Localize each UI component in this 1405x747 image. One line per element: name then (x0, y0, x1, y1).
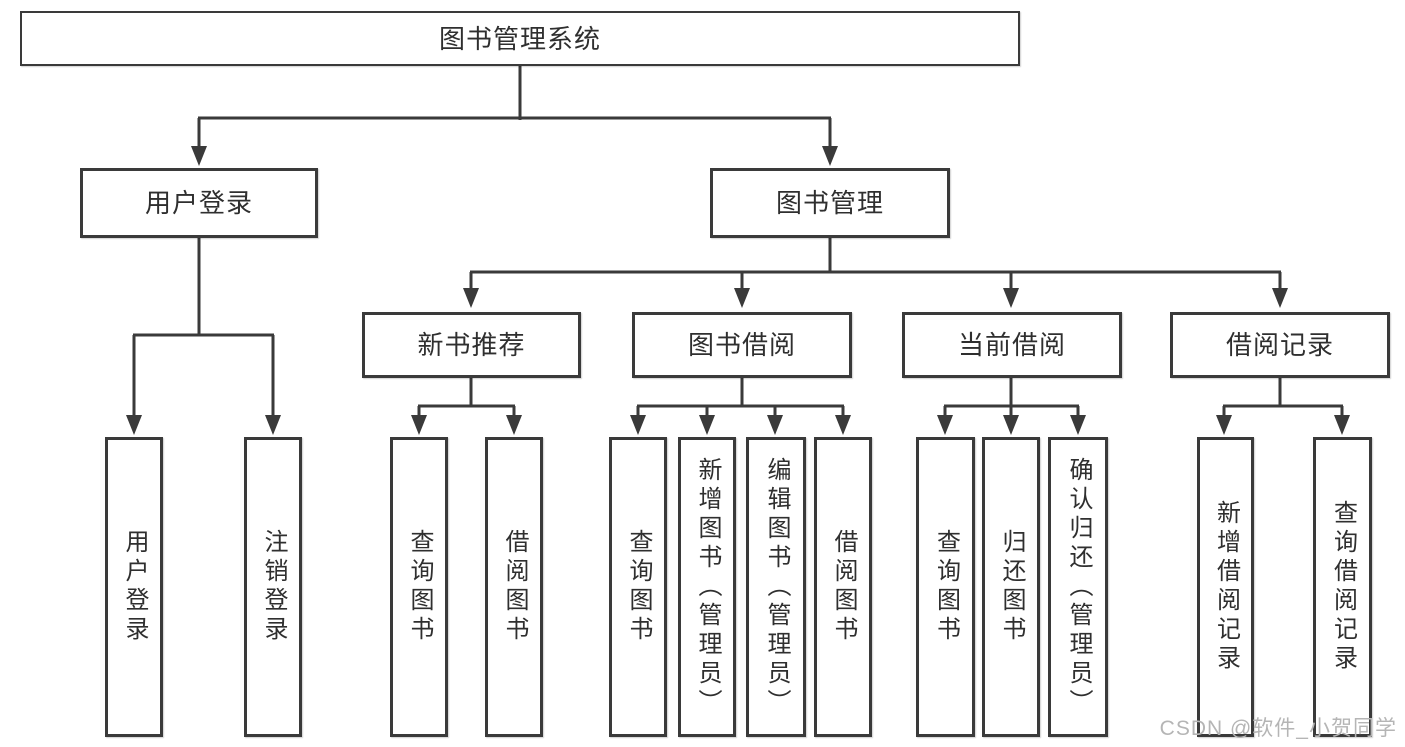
leaf-confirm-return-admin: 确认归还（管理员） (1048, 437, 1108, 737)
node-borrowing-records: 借阅记录 (1170, 312, 1390, 378)
node-label: 查询图书 (625, 529, 652, 645)
node-label: 借阅图书 (830, 529, 857, 645)
node-label: 编辑图书（管理员） (763, 456, 790, 718)
node-label: 确认归还（管理员） (1065, 456, 1092, 718)
leaf-return-books: 归还图书 (982, 437, 1040, 737)
leaf-add-books-admin: 新增图书（管理员） (678, 437, 736, 737)
leaf-borrow-books-recommendation: 借阅图书 (485, 437, 543, 737)
node-label: 查询图书 (932, 529, 960, 645)
leaf-query-books-current: 查询图书 (916, 437, 975, 737)
node-new-book-recommendation: 新书推荐 (362, 312, 581, 378)
node-label: 当前借阅 (957, 330, 1066, 360)
node-label: 新增图书（管理员） (694, 456, 721, 718)
node-root-library-system: 图书管理系统 (20, 11, 1020, 66)
node-book-management-branch: 图书管理 (710, 168, 950, 238)
leaf-query-borrow-record: 查询借阅记录 (1313, 437, 1372, 737)
node-label: 借阅记录 (1225, 330, 1334, 360)
node-label: 新书推荐 (417, 330, 526, 360)
leaf-edit-books-admin: 编辑图书（管理员） (746, 437, 806, 737)
node-label: 查询图书 (406, 529, 433, 645)
connector-line (132, 66, 1344, 418)
node-book-borrowing: 图书借阅 (632, 312, 852, 378)
leaf-query-books-borrowing: 查询图书 (609, 437, 667, 737)
node-label: 注销登录 (260, 529, 287, 645)
leaf-query-books-recommendation: 查询图书 (390, 437, 448, 737)
node-label: 查询借阅记录 (1329, 500, 1357, 674)
leaf-user-login: 用户登录 (105, 437, 163, 737)
node-label: 归还图书 (998, 529, 1025, 645)
node-label: 用户登录 (144, 188, 253, 218)
node-label: 用户登录 (121, 529, 148, 645)
arrow-down-icons (126, 146, 1350, 435)
leaf-add-borrow-record: 新增借阅记录 (1197, 437, 1254, 737)
node-label: 图书管理系统 (438, 23, 601, 54)
csdn-watermark: CSDN @软件_小贺同学 (1159, 717, 1397, 740)
node-label: 图书管理 (775, 188, 884, 218)
node-label: 新增借阅记录 (1212, 500, 1240, 674)
leaf-borrow-books-borrowing: 借阅图书 (814, 437, 872, 737)
node-current-borrowing: 当前借阅 (902, 312, 1122, 378)
node-user-login-branch: 用户登录 (80, 168, 318, 238)
node-label: 借阅图书 (501, 529, 528, 645)
leaf-logout: 注销登录 (244, 437, 302, 737)
node-label: 图书借阅 (687, 330, 796, 360)
